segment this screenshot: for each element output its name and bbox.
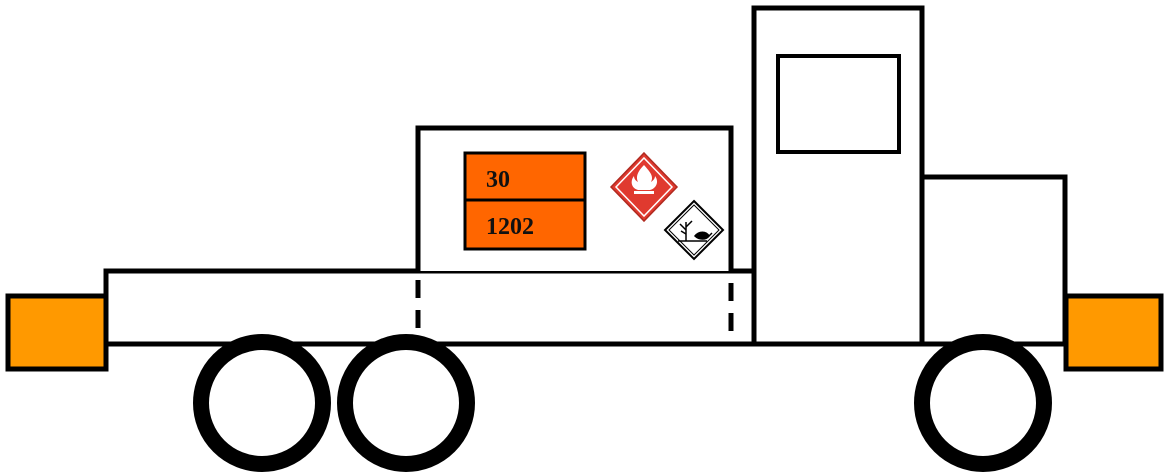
un-number: 1202 xyxy=(486,214,534,240)
rear-wheel-1 xyxy=(201,342,323,464)
cab-window xyxy=(778,56,899,152)
orange-hazard-plate: 30 1202 xyxy=(465,153,585,249)
front-orange-marker xyxy=(1066,296,1161,369)
hazard-id-number: 30 xyxy=(486,167,510,193)
hood xyxy=(922,177,1065,344)
rear-orange-marker xyxy=(8,296,106,369)
rear-wheel-2 xyxy=(345,342,467,464)
plate-top xyxy=(465,153,585,200)
front-wheel xyxy=(922,342,1044,464)
chassis-frame xyxy=(106,271,754,344)
